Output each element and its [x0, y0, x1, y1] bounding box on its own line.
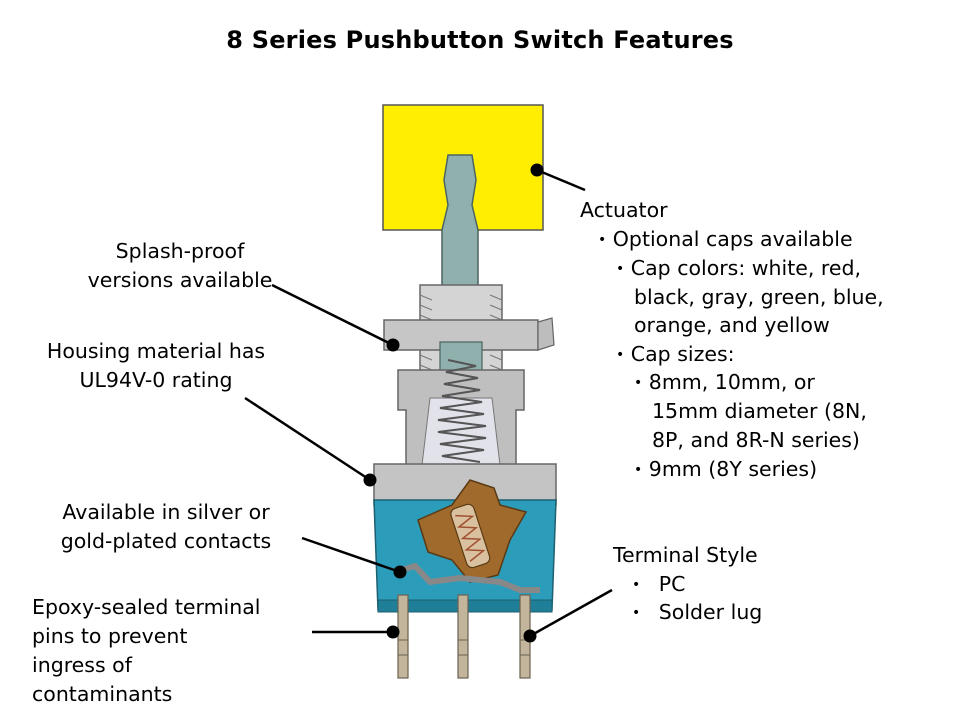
splash-proof-label: Splash-proof versions available: [40, 237, 320, 295]
bullet-icon: •: [616, 261, 625, 277]
bullet-icon: •: [634, 462, 643, 478]
terminal-item-pc: • PC: [632, 570, 685, 600]
bullet-icon: •: [632, 577, 641, 593]
plunger: [450, 503, 491, 569]
cap-colors-line-1: Cap colors: white, red,: [630, 256, 862, 280]
bullet-icon: •: [634, 375, 643, 391]
terminal-item-solder: • Solder lug: [632, 598, 762, 628]
callout-dot-splash: [386, 338, 400, 352]
splash-line-1: Splash-proof: [115, 239, 245, 263]
callout-dot-epoxy: [386, 625, 400, 639]
page-title: 8 Series Pushbutton Switch Features: [226, 26, 734, 54]
size-line-3: 8P, and 8R-N series): [652, 428, 860, 452]
splash-line-2: versions available: [87, 268, 273, 292]
terminal-solder-text: Solder lug: [658, 600, 763, 624]
size-bullet-1: • 8mm, 10mm, or: [634, 368, 815, 398]
size-9mm-text: 9mm (8Y series): [648, 457, 818, 481]
callout-dot-terminal: [523, 629, 537, 643]
size-bullet-2: • 9mm (8Y series): [634, 455, 817, 485]
housing-line-1: Housing material has: [46, 339, 266, 363]
contacts-label: Available in silver or gold-plated conta…: [26, 498, 306, 556]
epoxy-label: Epoxy-sealed terminal pins to prevent in…: [32, 593, 261, 709]
callout-dot-housing: [363, 473, 377, 487]
housing-line-2: UL94V-0 rating: [79, 368, 233, 392]
actuator-heading: Actuator: [580, 198, 668, 222]
cap-sizes-text: Cap sizes:: [630, 342, 735, 366]
lock-washer: [537, 317, 555, 351]
epoxy-line-1: Epoxy-sealed terminal: [32, 595, 261, 619]
epoxy-line-2: pins to prevent: [32, 624, 188, 648]
leader-housing: [244, 396, 371, 482]
cap-colors-line-2: black, gray, green, blue,: [634, 285, 884, 309]
terminal-pc-text: PC: [658, 572, 686, 596]
contact-strip: [394, 562, 540, 593]
actuator-bullet-colors: • Cap colors: white, red,: [616, 254, 861, 284]
spring-cavity: [421, 397, 501, 466]
housing-material-label: Housing material has UL94V-0 rating: [16, 337, 296, 395]
contacts-line-2: gold-plated contacts: [60, 529, 272, 553]
leader-actuator: [536, 168, 586, 192]
callout-dot-actuator: [530, 163, 544, 177]
terminal-style-heading: Terminal Style: [613, 543, 758, 567]
cap-colors-line-3: orange, and yellow: [634, 313, 830, 337]
actuator-bullet-sizes: • Cap sizes:: [616, 340, 735, 370]
size-line-1: 8mm, 10mm, or: [648, 370, 815, 394]
caps-available-text: Optional caps available: [612, 227, 853, 251]
bullet-icon: •: [598, 232, 607, 248]
spring: [437, 359, 487, 463]
leader-contacts: [301, 536, 401, 574]
actuator-bullet-caps: • Optional caps available: [598, 225, 853, 255]
leader-terminal: [529, 588, 613, 638]
epoxy-line-3: ingress of: [32, 653, 132, 677]
bullet-icon: •: [616, 347, 625, 363]
contacts-line-1: Available in silver or: [62, 500, 270, 524]
size-line-2: 15mm diameter (8N,: [652, 399, 867, 423]
bullet-icon: •: [632, 605, 641, 621]
leader-splash: [271, 283, 394, 347]
callout-dot-contacts: [393, 565, 407, 579]
epoxy-line-4: contaminants: [32, 682, 173, 706]
